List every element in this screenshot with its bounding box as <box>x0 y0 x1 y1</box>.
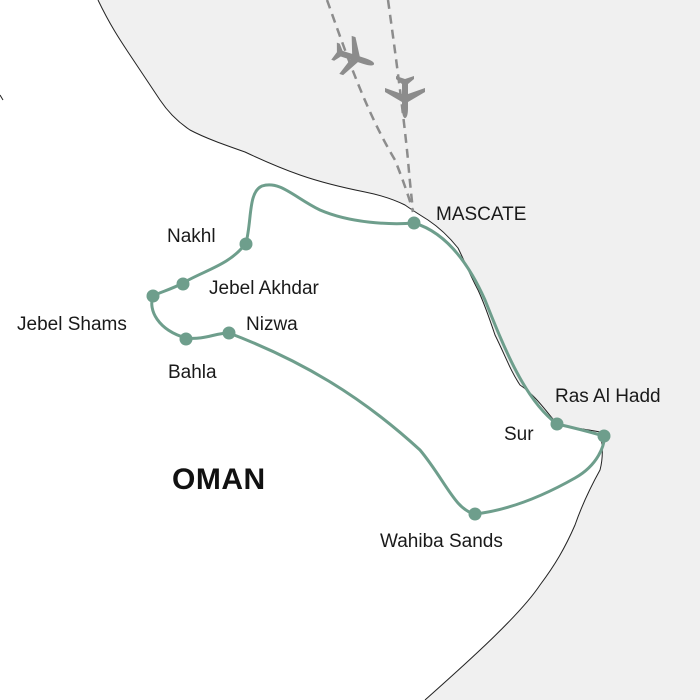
city-label-nizwa: Nizwa <box>246 314 298 335</box>
flight-path-2 <box>386 0 415 213</box>
city-label-wahiba-sands: Wahiba Sands <box>380 531 503 552</box>
stop-marker-nizwa <box>222 326 236 340</box>
stop-marker-jebel-shams <box>146 289 160 303</box>
sea-area <box>98 0 700 700</box>
stop-marker-nakhl <box>239 237 253 251</box>
city-label-nakhl: Nakhl <box>167 226 216 247</box>
country-label: OMAN <box>172 463 266 496</box>
coast-edge-mark <box>0 94 4 101</box>
coastline <box>97 0 603 700</box>
city-label-jebel-akhdar: Jebel Akhdar <box>209 278 320 299</box>
stop-marker-sur <box>550 417 564 431</box>
city-label-ras-al-hadd: Ras Al Hadd <box>555 386 661 407</box>
stop-marker-wahiba-sands <box>468 507 482 521</box>
city-label-mascate: MASCATE <box>436 204 526 225</box>
city-label-bahla: Bahla <box>168 362 217 383</box>
airplane-icon <box>331 35 375 76</box>
stop-marker-bahla <box>179 332 193 346</box>
stops-layer <box>146 216 611 521</box>
stop-marker-ras-al-hadd <box>597 429 611 443</box>
stop-marker-mascate <box>407 216 421 230</box>
city-label-sur: Sur <box>504 424 534 445</box>
airplane-icon <box>385 76 425 118</box>
stop-marker-jebel-akhdar <box>176 277 190 291</box>
city-label-jebel-shams: Jebel Shams <box>17 314 127 335</box>
